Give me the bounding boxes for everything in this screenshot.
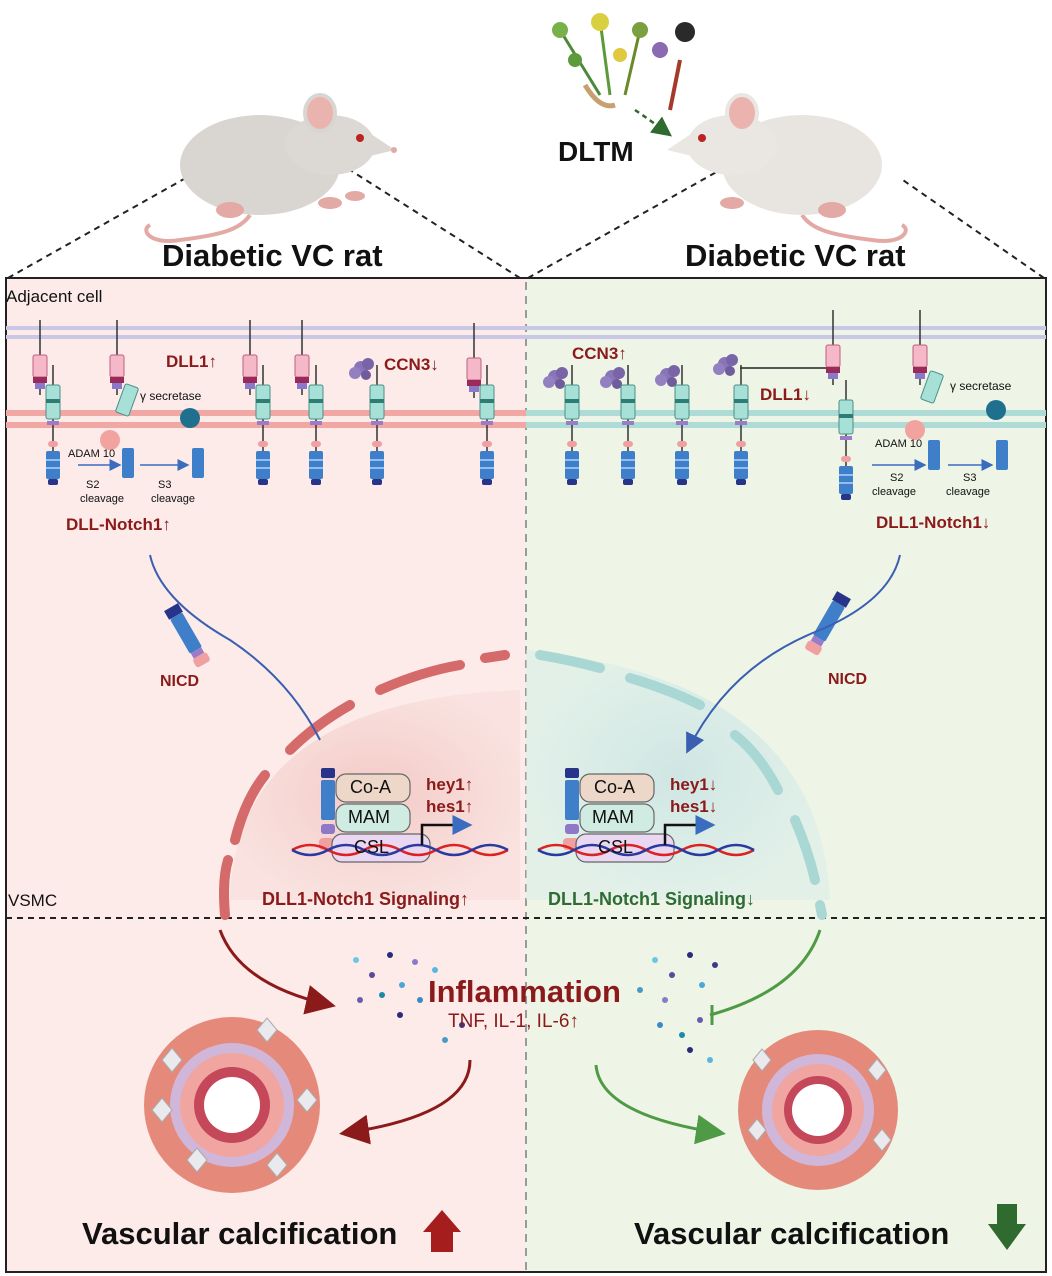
left-ccn3-label: CCN3↓ xyxy=(384,355,439,374)
left-csl-label: CSL xyxy=(354,837,390,857)
left-s2-cleavage-label: cleavage xyxy=(80,493,125,505)
panel-frame xyxy=(5,277,1047,1273)
adjacent-cell-label: Adjacent cell xyxy=(6,287,103,306)
right-ccn3-label: CCN3↑ xyxy=(572,344,627,363)
rat-icon xyxy=(144,93,397,243)
right-s2-cleavage-label: cleavage xyxy=(872,486,917,498)
left-nicd-label: NICD xyxy=(160,673,200,690)
right-adam-label: ADAM 10 xyxy=(875,438,923,450)
right-s3-cleavage-label: cleavage xyxy=(946,486,991,498)
right-gamma-label: γ secretase xyxy=(950,379,1012,393)
cytokines-label: TNF, IL-1, IL-6↑ xyxy=(448,1011,579,1032)
right-rat-label: Diabetic VC rat xyxy=(685,238,906,273)
dltm-label: DLTM xyxy=(558,136,634,167)
artery-icon xyxy=(144,1017,320,1193)
left-s3-cleavage-label: cleavage xyxy=(151,493,196,505)
left-gamma-label: γ secretase xyxy=(140,389,202,403)
arrow-down-icon xyxy=(988,1204,1026,1250)
right-mam-label: MAM xyxy=(592,807,634,827)
gamma-secretase-icon xyxy=(180,408,200,428)
left-signaling-label: DLL1-Notch1 Signaling↑ xyxy=(262,889,469,909)
left-hey1-label: hey1↑ xyxy=(426,775,474,794)
right-hey1-label: hey1↓ xyxy=(670,775,718,794)
right-dll1-label: DLL1↓ xyxy=(760,385,811,404)
right-csl-label: CSL xyxy=(598,837,634,857)
artery-icon xyxy=(738,1030,898,1190)
left-rat-label: Diabetic VC rat xyxy=(162,238,383,273)
left-s3-label: S3 xyxy=(158,479,172,491)
rat-icon xyxy=(667,93,908,243)
right-hes1-label: hes1↓ xyxy=(670,797,718,816)
left-vascular-calcification-label: Vascular calcification xyxy=(82,1216,398,1251)
right-signaling-label: DLL1-Notch1 Signaling↓ xyxy=(548,889,755,909)
left-coa-label: Co-A xyxy=(350,777,392,797)
left-hes1-label: hes1↑ xyxy=(426,797,474,816)
left-dll-notch-label: DLL-Notch1↑ xyxy=(66,515,171,534)
left-s2-label: S2 xyxy=(86,479,100,491)
vsmc-label: VSMC xyxy=(8,891,58,910)
right-coa-label: Co-A xyxy=(594,777,636,797)
arrow-up-icon xyxy=(423,1210,461,1252)
left-adam-label: ADAM 10 xyxy=(68,448,116,460)
cytokine-dots-icon xyxy=(353,952,718,1063)
right-s2-label: S2 xyxy=(890,472,904,484)
left-dll1-label: DLL1↑ xyxy=(166,352,217,371)
right-s3-label: S3 xyxy=(963,472,977,484)
right-vascular-calcification-label: Vascular calcification xyxy=(634,1216,950,1251)
right-nicd-label: NICD xyxy=(828,671,868,688)
herb-icon xyxy=(552,13,695,111)
left-mam-label: MAM xyxy=(348,807,390,827)
right-dll-notch-label: DLL1-Notch1↓ xyxy=(876,513,991,532)
dna-icon xyxy=(291,843,755,857)
inflammation-label: Inflammation xyxy=(428,974,621,1009)
